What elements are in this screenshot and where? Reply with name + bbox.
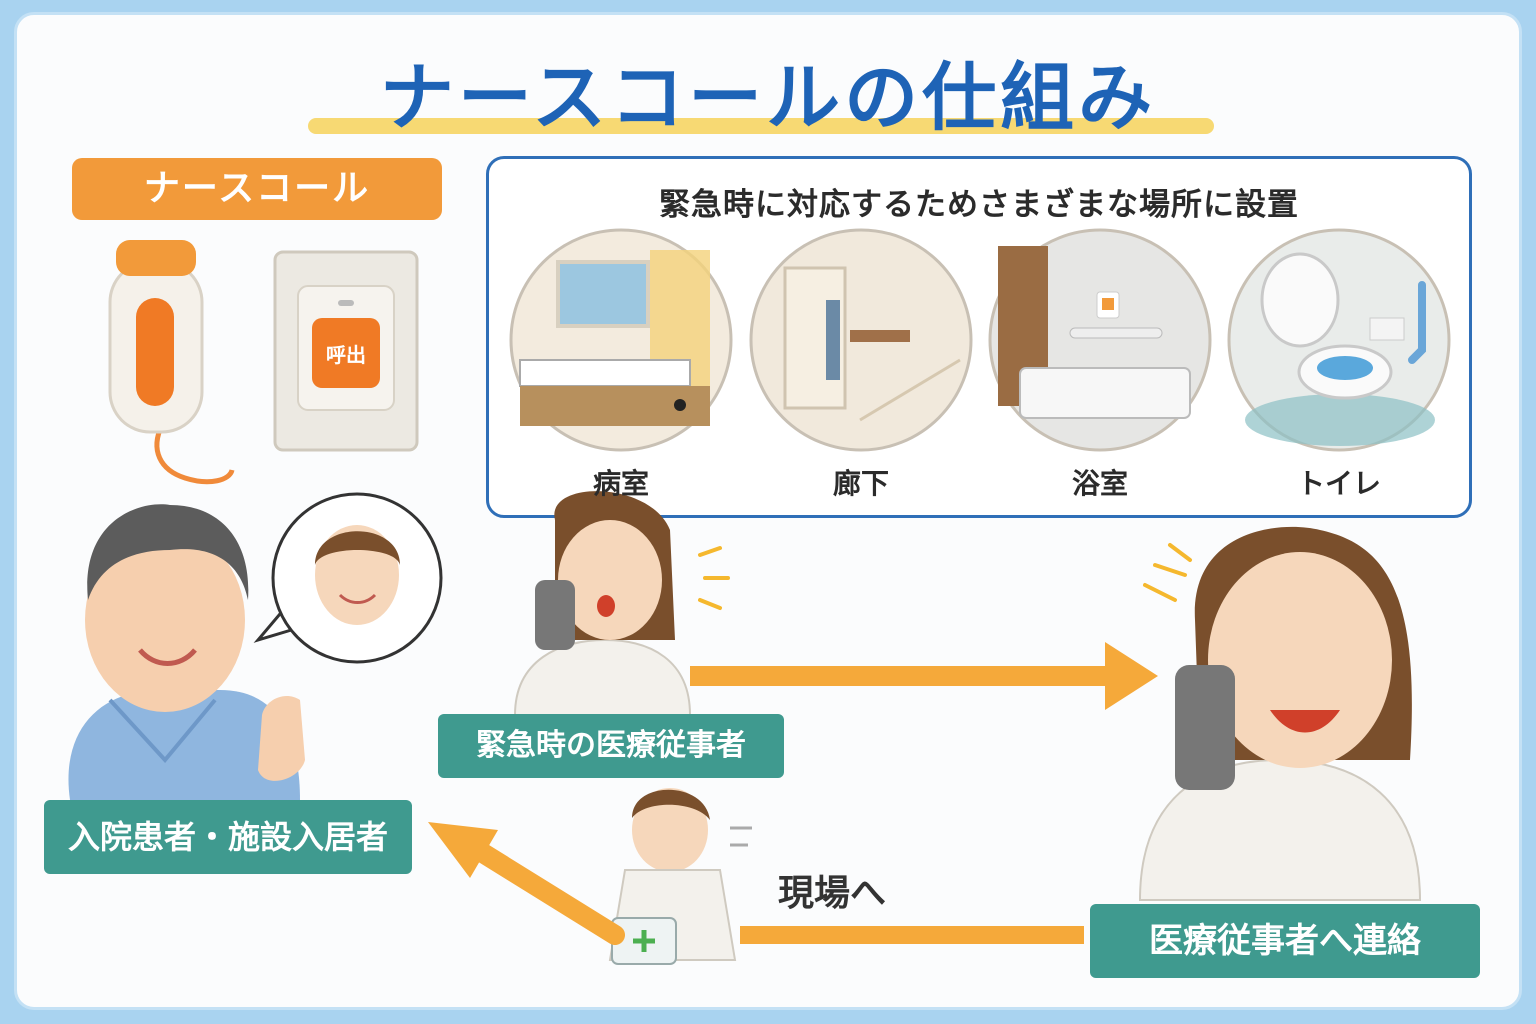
nurse-call-badge: ナースコール	[72, 158, 442, 220]
patient-label: 入院患者・施設入居者	[44, 800, 412, 874]
running-nurse-illustration	[608, 788, 752, 965]
place-toilet-icon	[1227, 228, 1451, 452]
page-title: ナースコールの仕組み	[379, 55, 1157, 141]
patient-illustration	[68, 504, 305, 800]
place-bathroom-icon	[988, 228, 1212, 452]
emergency-staff-label: 緊急時の医療従事者	[438, 714, 784, 778]
title-underline	[308, 118, 1214, 134]
places-caption: 緊急時に対応するためさまざまな場所に設置	[659, 187, 1299, 223]
arrow-to-contact	[690, 642, 1158, 710]
place-hospital-room-icon	[509, 228, 733, 452]
contact-staff-illustration	[1138, 526, 1422, 901]
contact-staff-label: 医療従事者へ連絡	[1090, 904, 1480, 978]
place-label-bathroom: 浴室	[1071, 467, 1128, 500]
place-hallway-icon	[749, 228, 973, 452]
place-label-toilet: トイレ	[1296, 467, 1381, 500]
call-button-label: 呼出	[326, 343, 366, 367]
to-site-label: 現場へ	[778, 873, 887, 914]
speech-bubble-nurse	[253, 492, 443, 664]
place-label-hallway: 廊下	[832, 467, 889, 500]
place-label-hospital-room: 病室	[592, 467, 649, 500]
wall-call-button-icon: 呼出	[273, 250, 419, 452]
arrow-to-site	[428, 822, 1084, 945]
emergency-staff-illustration	[513, 491, 730, 716]
handheld-nurse-call-icon	[108, 240, 235, 485]
